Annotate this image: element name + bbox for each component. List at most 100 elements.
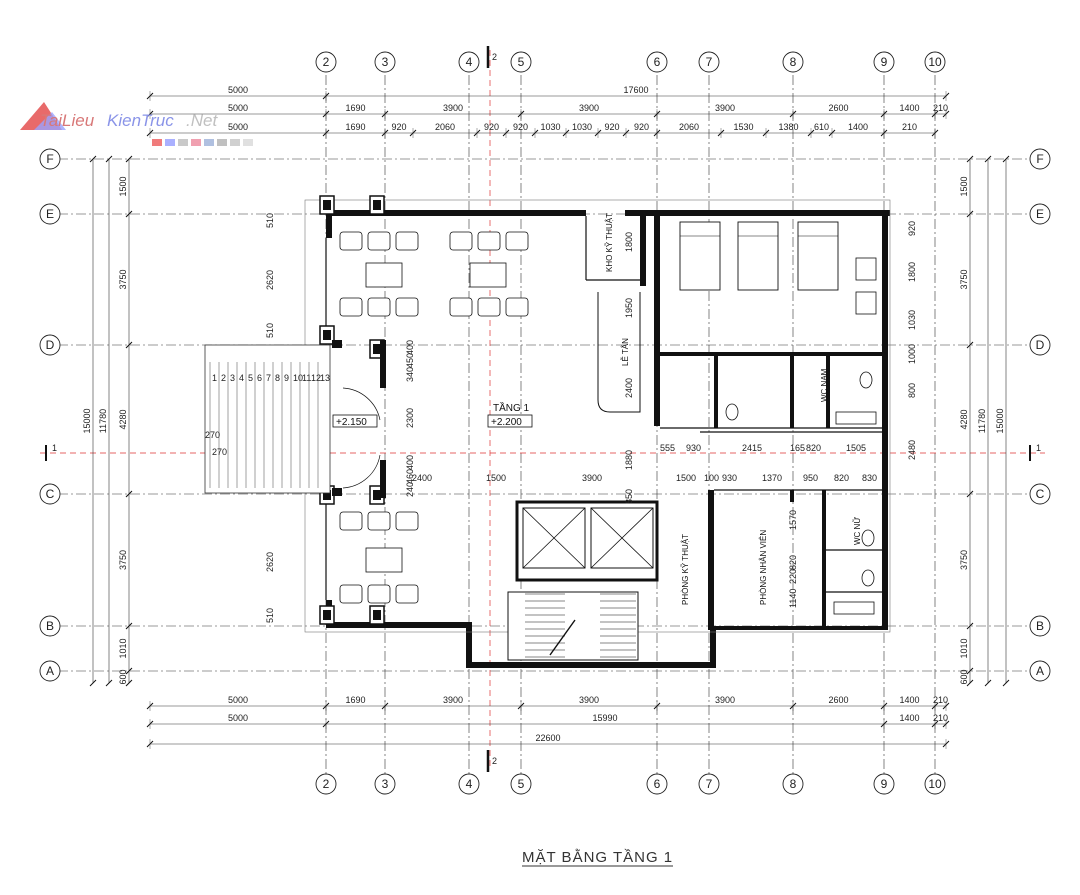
watermark-logo: TaiLieu KienTruc .Net — [20, 102, 253, 146]
armchair — [855, 291, 877, 315]
dim-tick — [966, 667, 974, 675]
grid-bubble-label: F — [46, 152, 53, 166]
grid-bubble-label: D — [46, 338, 55, 352]
column-core — [323, 330, 331, 340]
wall-segment — [708, 490, 714, 630]
column-core — [323, 610, 331, 620]
dim-value: 210 — [933, 713, 948, 723]
dim-value: 1010 — [959, 638, 969, 658]
level-marker-b: +2.200 — [487, 414, 533, 428]
ext-stair-number: 8 — [275, 373, 280, 383]
table — [365, 547, 403, 573]
wall-segment — [882, 210, 888, 630]
chair — [449, 297, 473, 317]
inner-dim: 950 — [803, 473, 818, 483]
chair — [339, 231, 363, 251]
dim-value: 1030 — [540, 122, 560, 132]
grid-bubble — [698, 51, 720, 73]
inner-dim: 460 — [405, 469, 415, 484]
section-mark-label: 1 — [52, 443, 57, 453]
chair — [367, 584, 391, 604]
dim-value: 15000 — [995, 408, 1005, 433]
inner-dim: 1500 — [676, 473, 696, 483]
grid-bubble — [374, 773, 396, 795]
inner-dim: 930 — [722, 473, 737, 483]
chair — [339, 511, 363, 531]
inner-dim: 340 — [405, 367, 415, 382]
dim-value: 11780 — [977, 409, 987, 433]
dim-value: 11780 — [98, 409, 108, 433]
floor-label: TẦNG 1 — [493, 401, 530, 414]
dim-tick — [984, 679, 992, 687]
dim-value: 1010 — [118, 638, 128, 658]
dim-tick — [966, 622, 974, 630]
inner-dim: 820 — [788, 555, 798, 570]
inner-dim: 820 — [834, 473, 849, 483]
grid-bubble-label: D — [1036, 338, 1045, 352]
grid-bubble — [698, 773, 720, 795]
grid-bubble — [924, 773, 946, 795]
armchair — [855, 257, 877, 281]
sink-counter — [835, 411, 877, 425]
wall-segment — [640, 216, 646, 286]
grid-bubble-label: 8 — [790, 777, 797, 791]
toilet — [725, 403, 739, 421]
dim-tick — [125, 679, 133, 687]
wall-segment — [790, 356, 794, 428]
dim-value: 920 — [484, 122, 499, 132]
elevator-cross — [590, 507, 654, 569]
dim-value: 1380 — [778, 122, 798, 132]
grid-bubble — [510, 51, 532, 73]
dim-value: 3750 — [959, 269, 969, 289]
drawing-title: MẶT BẰNG TẦNG 1 — [522, 848, 673, 866]
inner-dim: 1000 — [907, 344, 917, 364]
dim-value: 15990 — [592, 713, 617, 723]
grid-bubble-label: 5 — [518, 55, 525, 69]
dim-value: 4280 — [959, 409, 969, 429]
grid-lines — [40, 50, 1045, 785]
watermark-swatch — [178, 139, 188, 146]
column-core — [373, 344, 381, 354]
inner-dim: 1880 — [624, 450, 634, 470]
wall-segment — [714, 356, 718, 428]
ext-stair-number: 6 — [257, 373, 262, 383]
chair — [505, 231, 529, 251]
bed — [797, 221, 839, 291]
watermark-text-c: .Net — [186, 111, 218, 130]
dim-tick — [966, 490, 974, 498]
inner-dim: 1140 — [788, 589, 798, 608]
ext-stair-number: 2 — [221, 373, 226, 383]
chair — [367, 231, 391, 251]
table — [469, 262, 507, 288]
grid-bubble — [315, 51, 337, 73]
dim-tick — [1002, 679, 1010, 687]
dim-value: 3900 — [715, 695, 735, 705]
dim-value: 1500 — [959, 176, 969, 196]
inner-dim: 800 — [907, 383, 917, 398]
wall-segment — [380, 460, 386, 498]
inner-dim: 3900 — [582, 473, 602, 483]
wall-segment — [660, 352, 882, 356]
dim-value: 1690 — [345, 122, 365, 132]
ext-stair-number: 9 — [284, 373, 289, 383]
grid-bubble-label: A — [1036, 664, 1044, 678]
inner-dim: 510 — [265, 323, 275, 338]
inner-dim: 1950 — [624, 298, 634, 318]
dim-value: 1530 — [733, 122, 753, 132]
watermark-swatch — [217, 139, 227, 146]
inner-dim: 555 — [660, 443, 675, 453]
grid-bubble-label: E — [1036, 207, 1044, 221]
grid-bubble-label: F — [1036, 152, 1043, 166]
wall-segment — [380, 340, 386, 388]
grid-bubble-label: A — [46, 664, 54, 678]
table — [365, 262, 403, 288]
column-core — [373, 610, 381, 620]
dim-value: 2060 — [435, 122, 455, 132]
dim-value: 15000 — [82, 408, 92, 433]
dim-value: 920 — [604, 122, 619, 132]
grid-bubble — [646, 51, 668, 73]
wall-segment — [654, 216, 660, 426]
grid-bubble-label: B — [46, 619, 54, 633]
